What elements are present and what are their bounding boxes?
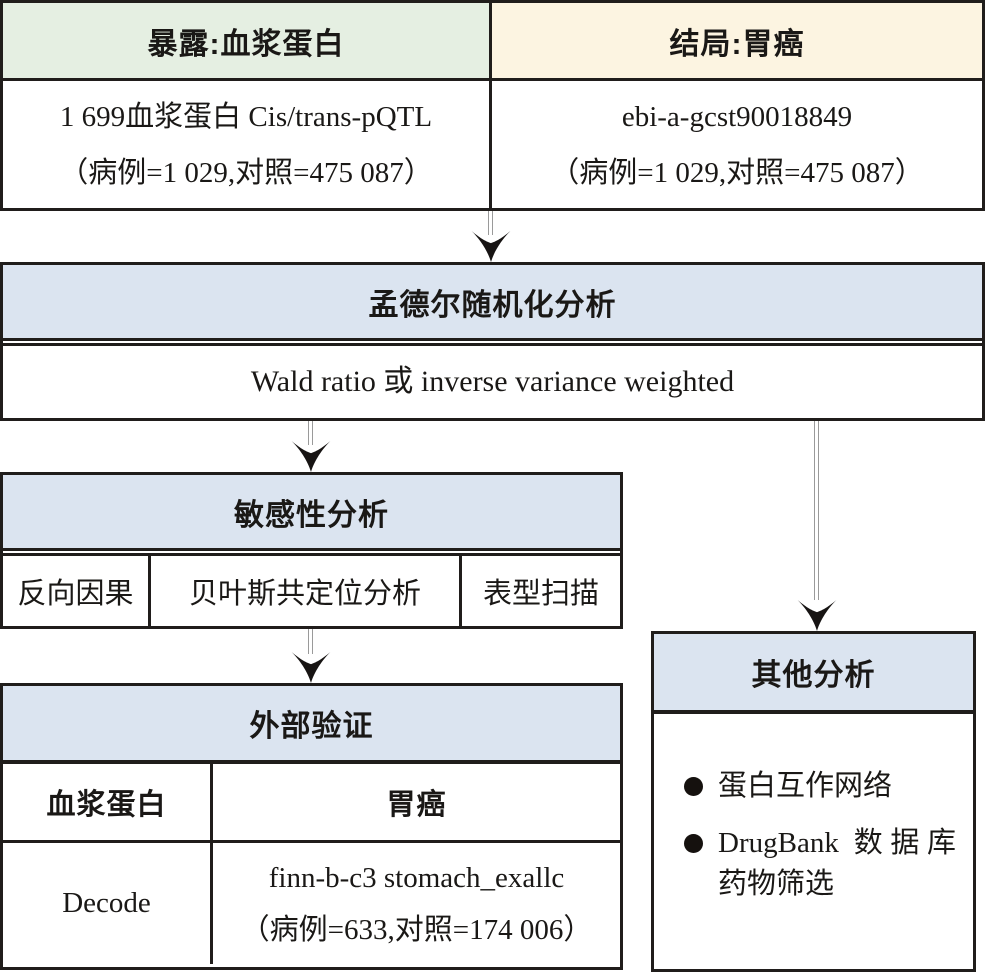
arrowhead-down-icon <box>797 600 837 631</box>
bullet-icon <box>684 834 703 853</box>
exposure-header: 暴露:血浆蛋白 <box>3 3 489 81</box>
mr-analysis-body: Wald ratio 或 inverse variance weighted <box>3 343 982 418</box>
validation-outcome-source: finn-b-c3 stomach_exallc （病例=633,对照=174 … <box>210 843 620 964</box>
outcome-body: ebi-a-gcst90018849 （病例=1 029,对照=475 087） <box>492 81 982 208</box>
validation-data-row: Decode finn-b-c3 stomach_exallc （病例=633,… <box>3 843 620 964</box>
mr-analysis-header: 孟德尔随机化分析 <box>3 265 982 341</box>
arrowhead-down-icon <box>291 441 331 472</box>
other-analyses-box: 其他分析 蛋白互作网络 DrugBank 数据库药物筛选 <box>651 631 976 972</box>
arrow-stem <box>814 421 819 600</box>
exposure-source: 1 699血浆蛋白 Cis/trans-pQTL <box>59 100 433 133</box>
sensitivity-box: 敏感性分析 反向因果 贝叶斯共定位分析 表型扫描 <box>0 472 623 629</box>
validation-outcome-sample-size: （病例=633,对照=174 006） <box>240 913 593 946</box>
exposure-body: 1 699血浆蛋白 Cis/trans-pQTL （病例=1 029,对照=47… <box>3 81 489 208</box>
validation-protein-source: Decode <box>62 887 151 919</box>
list-item: 蛋白互作网络 <box>684 766 973 807</box>
mr-method: Wald ratio 或 inverse variance weighted <box>250 365 735 398</box>
mr-analysis-box: 孟德尔随机化分析 Wald ratio 或 inverse variance w… <box>0 262 985 421</box>
arrowhead-down-icon <box>471 231 511 262</box>
arrowhead-down-icon <box>291 652 331 683</box>
validation-col-protein: 血浆蛋白 <box>46 789 167 821</box>
exposure-box: 暴露:血浆蛋白 1 699血浆蛋白 Cis/trans-pQTL （病例=1 0… <box>0 0 492 211</box>
divider <box>3 341 982 343</box>
bullet-icon <box>684 777 703 796</box>
arrow-stem <box>308 421 313 445</box>
sensitivity-header: 敏感性分析 <box>3 475 620 551</box>
sensitivity-cell-reverse-causality: 反向因果 <box>17 578 134 610</box>
outcome-dataset-id: ebi-a-gcst90018849 <box>621 100 853 133</box>
validation-box: 外部验证 血浆蛋白 胃癌 Decode finn-b-c3 stomach_ex… <box>0 683 623 970</box>
arrow-stem <box>308 629 313 654</box>
outcome-header: 结局:胃癌 <box>492 3 982 81</box>
outcome-box: 结局:胃癌 ebi-a-gcst90018849 （病例=1 029,对照=47… <box>489 0 985 211</box>
validation-header: 外部验证 <box>3 686 620 764</box>
bullet-drugbank-screening: DrugBank 数据库药物筛选 <box>718 827 956 900</box>
bullet-ppi-network: 蛋白互作网络 <box>718 770 893 802</box>
arrow-stem <box>488 211 493 235</box>
sensitivity-cell-colocalization: 贝叶斯共定位分析 <box>148 556 459 626</box>
validation-col-outcome: 胃癌 <box>210 764 620 840</box>
validation-outcome-dataset: finn-b-c3 stomach_exallc <box>268 861 565 894</box>
validation-column-row: 血浆蛋白 胃癌 <box>3 764 620 843</box>
sensitivity-cell-phenoscan: 表型扫描 <box>459 556 620 626</box>
other-analyses-header: 其他分析 <box>654 634 973 714</box>
outcome-sample-size: （病例=1 029,对照=475 087） <box>550 156 924 189</box>
list-item: DrugBank 数据库药物筛选 <box>684 823 973 905</box>
sensitivity-cells: 反向因果 贝叶斯共定位分析 表型扫描 <box>3 553 620 626</box>
exposure-sample-size: （病例=1 029,对照=475 087） <box>59 156 433 189</box>
other-analyses-body: 蛋白互作网络 DrugBank 数据库药物筛选 <box>654 714 973 905</box>
divider <box>3 551 620 553</box>
